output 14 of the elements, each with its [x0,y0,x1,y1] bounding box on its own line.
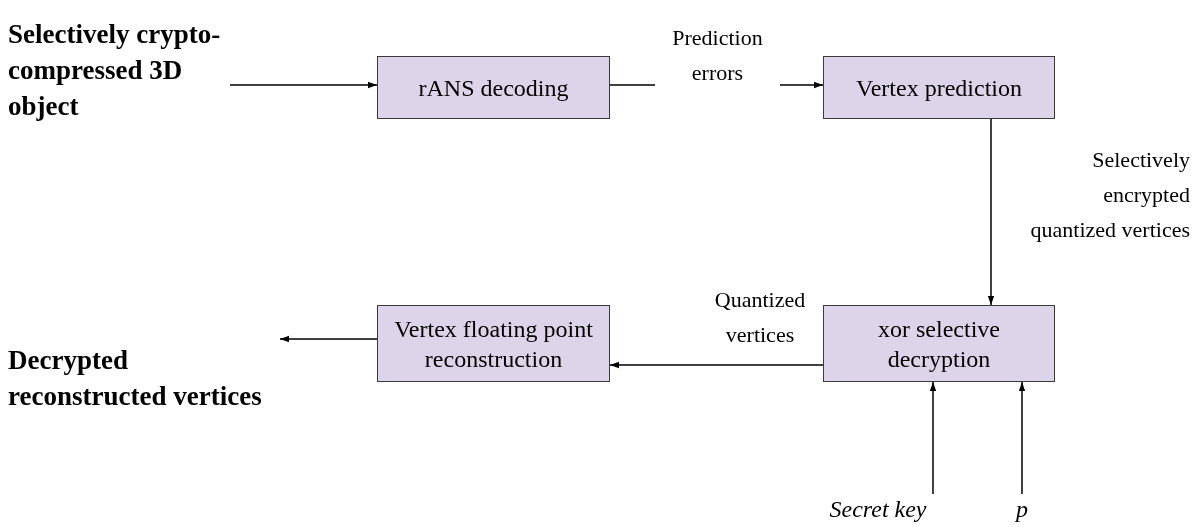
input-label: p [1008,494,1036,524]
arrow [1018,381,1026,495]
input-label: Secret key [816,494,940,524]
arrow [609,361,824,369]
title-text: Selectively crypto-compressed 3D object [8,5,230,135]
process-box: xor selective decryption [823,305,1055,382]
process-box: Vertex prediction [823,56,1055,119]
arrow [229,81,378,89]
process-box: Vertex floating point reconstruction [377,305,610,382]
arrow [929,381,937,495]
process-box: rANS decoding [377,56,610,119]
title-text: Decrypted reconstructed vertices [8,320,280,435]
arrow [987,118,995,306]
arrow [279,335,378,343]
